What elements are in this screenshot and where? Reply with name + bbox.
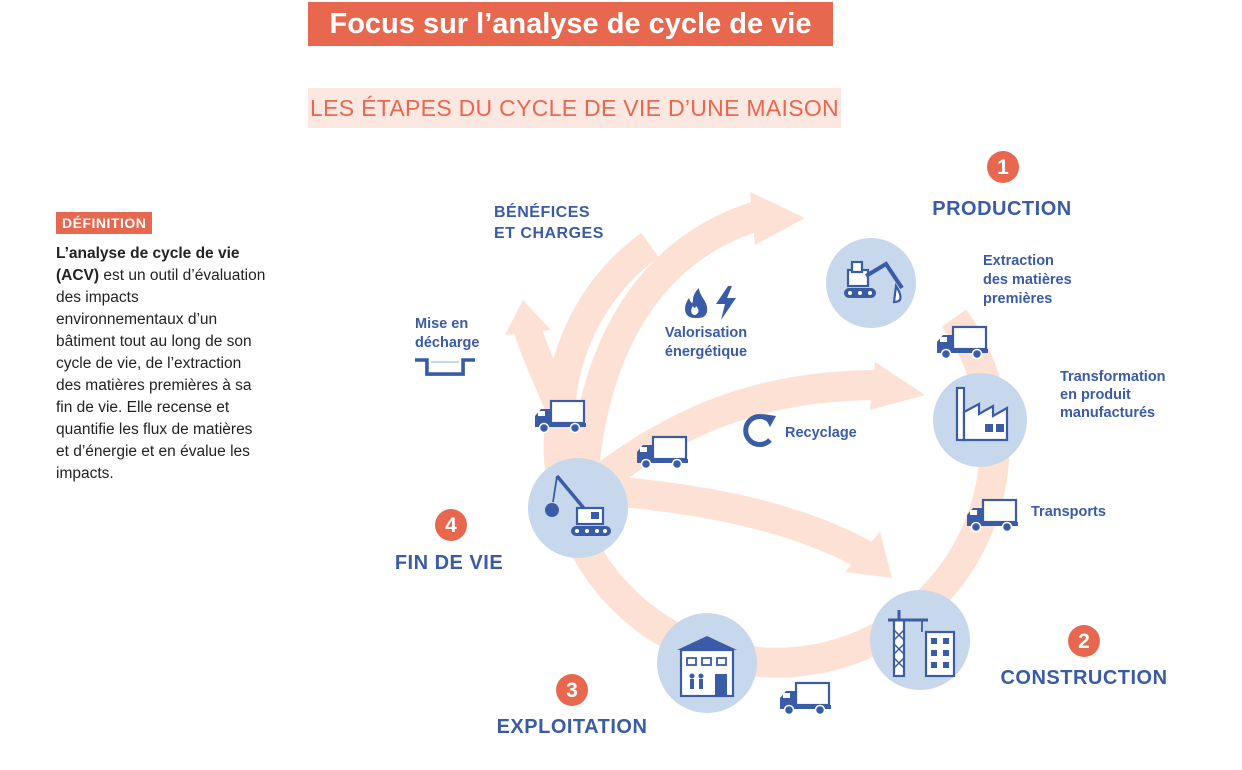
- definition-body: est un outil d’évaluation des impacts en…: [56, 267, 266, 482]
- crane-icon: [888, 610, 956, 678]
- landfill-arrow-head: [505, 300, 551, 335]
- decharge-label-line1: Mise en: [415, 316, 468, 332]
- svg-text:2: 2: [1078, 630, 1090, 653]
- stage-number-4: 4: [435, 509, 467, 541]
- page-title: Focus sur l’analyse de cycle de vie: [308, 2, 833, 46]
- factory-node: [933, 373, 1027, 467]
- house-icon: [677, 636, 737, 698]
- extraction-node: [826, 238, 916, 328]
- transformation-label-line2: en produit: [1060, 387, 1131, 403]
- transports-label: Transports: [1031, 504, 1106, 520]
- benefits-arrow-band: [570, 200, 765, 462]
- recycling-arrow-head: [870, 362, 925, 410]
- reuse-arrow-head: [845, 532, 892, 578]
- stage-label-exploitation: EXPLOITATION: [497, 716, 648, 738]
- extraction-label-line1: Extraction: [983, 253, 1054, 269]
- stage-label-construction: CONSTRUCTION: [1000, 667, 1167, 689]
- stage-label-production: PRODUCTION: [932, 198, 1071, 220]
- valorisation-label-line2: énergétique: [665, 344, 747, 360]
- stage-number-1: 1: [987, 151, 1019, 183]
- benefits-arrow-head: [750, 192, 805, 245]
- recycle-icon: [743, 414, 776, 447]
- truck-icon: [778, 681, 833, 716]
- decharge-label-line2: décharge: [415, 335, 479, 351]
- svg-text:3: 3: [566, 679, 578, 702]
- landfill-icon: [415, 358, 475, 376]
- lightning-icon: [716, 286, 736, 320]
- construction-node: [870, 590, 970, 690]
- flow-arrows: [505, 192, 1010, 678]
- benefices-label-line2: ET CHARGES: [494, 225, 604, 242]
- exploitation-node: [657, 613, 757, 713]
- extraction-label-line2: des matières: [983, 272, 1072, 288]
- svg-text:1: 1: [997, 156, 1009, 179]
- fire-icon: [685, 288, 708, 318]
- excavator-icon: [844, 260, 904, 304]
- factory-icon: [955, 386, 1009, 442]
- landfill-arrow-band: [511, 316, 592, 465]
- stage-number-3: 3: [556, 674, 588, 706]
- definition-lead: L’analyse de cycle de vie (ACV): [56, 245, 240, 284]
- benefices-label-line1: BÉNÉFICES: [494, 202, 590, 221]
- reuse-arrow-band: [598, 475, 873, 569]
- stage-label-fin-de-vie: FIN DE VIE: [395, 552, 503, 574]
- recycling-arrow-band: [591, 370, 881, 493]
- stage-number-2: 2: [1068, 625, 1100, 657]
- valorisation-label-line1: Valorisation: [665, 325, 747, 341]
- fin-de-vie-node: [528, 458, 628, 558]
- definition-badge: DÉFINITION: [56, 212, 153, 234]
- diagram-subtitle: LES ÉTAPES DU CYCLE DE VIE D’UNE MAISON: [308, 88, 841, 128]
- demolition-crane-icon: [545, 474, 611, 536]
- extraction-label-line3: premières: [983, 291, 1052, 307]
- recyclage-label: Recyclage: [785, 425, 857, 441]
- svg-text:4: 4: [445, 514, 457, 537]
- transformation-label-line3: manufacturés: [1060, 405, 1155, 421]
- definition-text: L’analyse de cycle de vie (ACV) est un o…: [56, 243, 266, 485]
- transformation-label-line1: Transformation: [1060, 369, 1166, 385]
